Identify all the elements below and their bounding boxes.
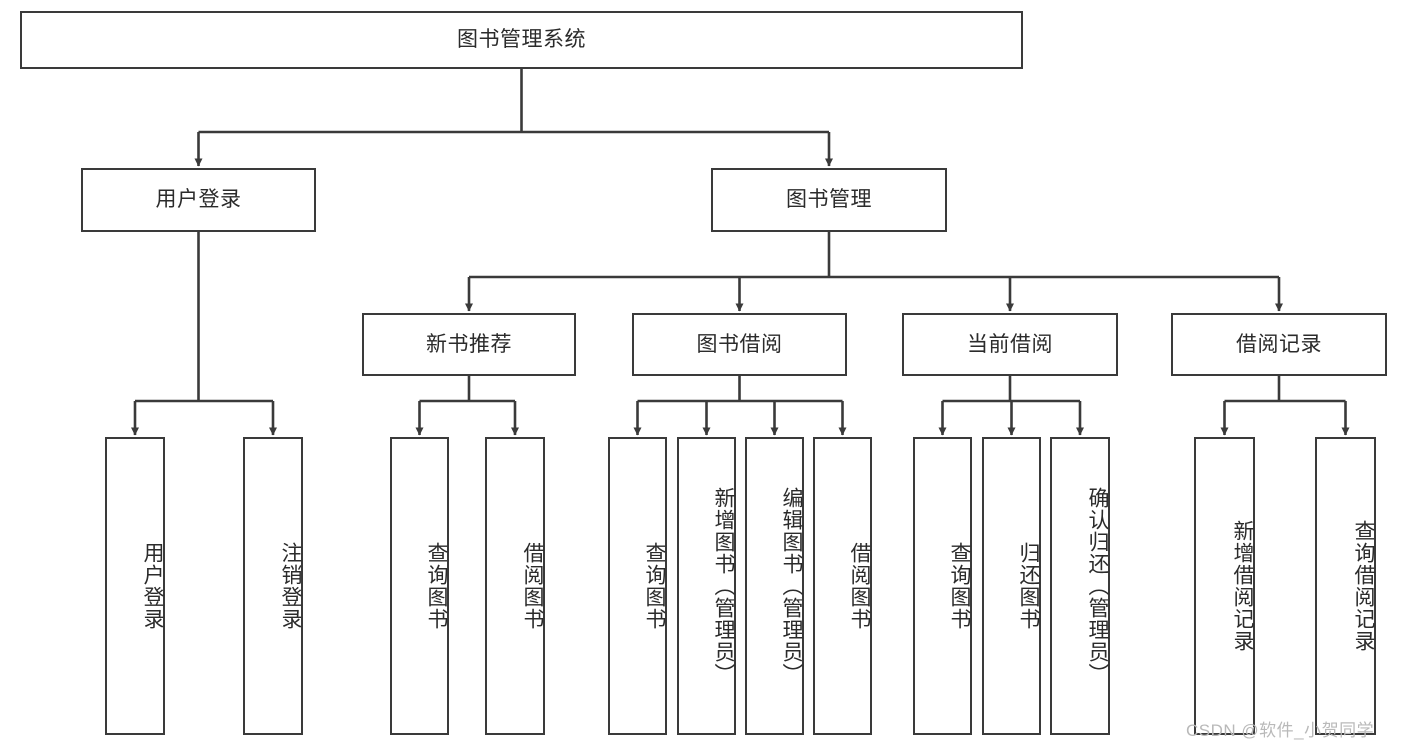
- node-label-leaf_query_book1: 查询图书: [425, 542, 448, 630]
- node-root[interactable]: 图书管理系统: [20, 11, 1023, 69]
- node-leaf_query_book1[interactable]: 查询图书: [390, 437, 449, 735]
- node-label-leaf_add_book: 新增图书（管理员）: [712, 487, 735, 685]
- node-book_manage[interactable]: 图书管理: [711, 168, 947, 232]
- node-label-leaf_user_login: 用户登录: [141, 542, 164, 630]
- node-label-new_book_rec: 新书推荐: [426, 332, 512, 356]
- node-label-current_borrow: 当前借阅: [967, 332, 1053, 356]
- node-label-leaf_confirm_ret: 确认归还（管理员）: [1086, 487, 1109, 685]
- node-label-leaf_query_book2: 查询图书: [643, 542, 666, 630]
- node-label-book_borrow: 图书借阅: [696, 332, 783, 356]
- node-label-leaf_return_book: 归还图书: [1017, 542, 1040, 630]
- node-leaf_add_book[interactable]: 新增图书（管理员）: [677, 437, 736, 735]
- node-label-leaf_logout: 注销登录: [279, 542, 302, 630]
- node-leaf_borrow_book2[interactable]: 借阅图书: [813, 437, 872, 735]
- node-label-leaf_borrow_book2: 借阅图书: [848, 542, 871, 630]
- node-leaf_add_record[interactable]: 新增借阅记录: [1194, 437, 1255, 735]
- node-user_login[interactable]: 用户登录: [81, 168, 316, 232]
- node-leaf_query_record[interactable]: 查询借阅记录: [1315, 437, 1376, 735]
- csdn-watermark: CSDN @软件_小贺同学: [1186, 721, 1375, 740]
- node-label-root: 图书管理系统: [457, 28, 586, 52]
- node-leaf_user_login[interactable]: 用户登录: [105, 437, 165, 735]
- node-label-user_login: 用户登录: [155, 188, 242, 212]
- node-leaf_query_book3[interactable]: 查询图书: [913, 437, 972, 735]
- node-leaf_return_book[interactable]: 归还图书: [982, 437, 1041, 735]
- node-leaf_query_book2[interactable]: 查询图书: [608, 437, 667, 735]
- node-label-borrow_record: 借阅记录: [1236, 332, 1322, 356]
- node-book_borrow[interactable]: 图书借阅: [632, 313, 847, 376]
- node-leaf_edit_book[interactable]: 编辑图书（管理员）: [745, 437, 804, 735]
- node-label-leaf_query_record: 查询借阅记录: [1352, 520, 1375, 652]
- node-leaf_borrow_book1[interactable]: 借阅图书: [485, 437, 545, 735]
- node-label-book_manage: 图书管理: [786, 188, 872, 212]
- node-label-leaf_edit_book: 编辑图书（管理员）: [780, 487, 803, 685]
- node-leaf_confirm_ret[interactable]: 确认归还（管理员）: [1050, 437, 1110, 735]
- node-current_borrow[interactable]: 当前借阅: [902, 313, 1118, 376]
- node-leaf_logout[interactable]: 注销登录: [243, 437, 303, 735]
- node-label-leaf_add_record: 新增借阅记录: [1231, 520, 1254, 652]
- node-label-leaf_borrow_book1: 借阅图书: [521, 542, 544, 630]
- node-borrow_record[interactable]: 借阅记录: [1171, 313, 1387, 376]
- node-new_book_rec[interactable]: 新书推荐: [362, 313, 576, 376]
- node-label-leaf_query_book3: 查询图书: [948, 542, 971, 630]
